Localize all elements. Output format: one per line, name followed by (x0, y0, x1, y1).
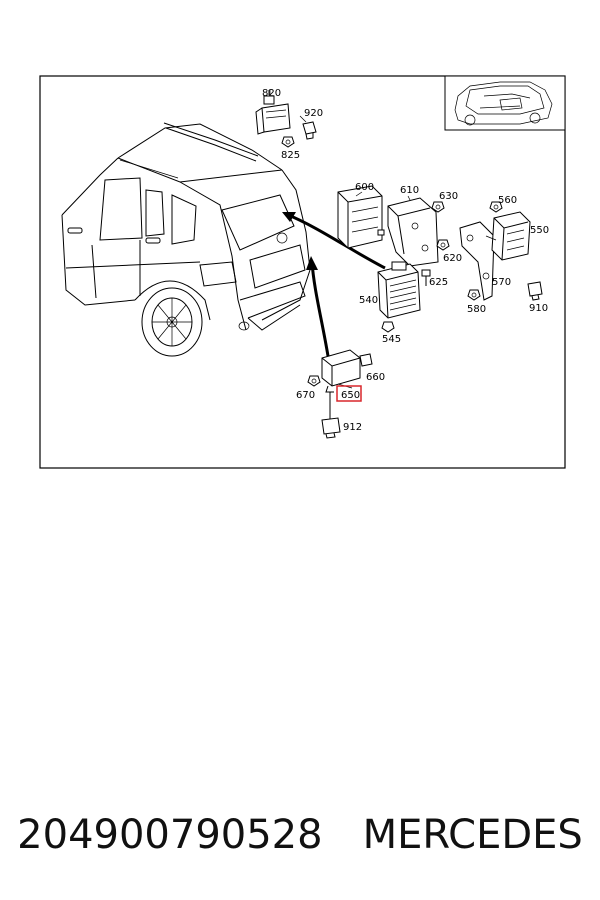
part-670-nut (307, 375, 321, 387)
part-545-bolt (381, 321, 395, 333)
part-600-unit (337, 185, 385, 249)
diagram-frame (39, 75, 566, 469)
car-illustration (61, 122, 311, 357)
label-670[interactable]: 670 (296, 390, 315, 401)
label-620[interactable]: 620 (443, 253, 462, 264)
highlight-box-650 (336, 385, 362, 402)
car-thumbnail (444, 75, 566, 131)
label-910[interactable]: 910 (529, 303, 548, 314)
label-540[interactable]: 540 (359, 295, 378, 306)
part-number: 204900790528 (17, 812, 323, 858)
part-560-nut (489, 201, 503, 213)
part-630-nut (431, 201, 445, 213)
part-820-module (255, 90, 291, 135)
part-650-unit (321, 349, 361, 420)
arrows (282, 212, 386, 357)
label-580[interactable]: 580 (467, 304, 486, 315)
part-625-bolt (421, 269, 431, 286)
part-910-connector (527, 281, 543, 301)
label-920[interactable]: 920 (304, 108, 323, 119)
caption: 204900790528 MERCEDES (0, 800, 600, 870)
part-550-module (491, 211, 531, 261)
label-550[interactable]: 550 (530, 225, 549, 236)
part-580-nut (467, 289, 481, 301)
part-660-clip (359, 353, 373, 367)
label-650[interactable]: 650 (341, 390, 360, 401)
label-610[interactable]: 610 (400, 185, 419, 196)
label-625[interactable]: 625 (429, 277, 448, 288)
label-660[interactable]: 660 (366, 372, 385, 383)
part-570-bracket (459, 221, 495, 301)
part-610-bracket (387, 197, 439, 267)
part-920-connector (302, 121, 317, 140)
label-630[interactable]: 630 (439, 191, 458, 202)
label-820[interactable]: 820 (262, 88, 281, 99)
label-912[interactable]: 912 (343, 422, 362, 433)
label-825[interactable]: 825 (281, 150, 300, 161)
label-570[interactable]: 570 (492, 277, 511, 288)
label-545[interactable]: 545 (382, 334, 401, 345)
part-620-nut (436, 239, 450, 251)
parts-diagram: 820 920 825 600 610 630 560 550 620 625 … (39, 75, 566, 469)
part-825-nut (281, 136, 295, 148)
label-600[interactable]: 600 (355, 182, 374, 193)
brand-name: MERCEDES (362, 812, 583, 858)
part-540-amplifier (377, 261, 421, 319)
label-560[interactable]: 560 (498, 195, 517, 206)
part-912-connector (321, 417, 341, 439)
